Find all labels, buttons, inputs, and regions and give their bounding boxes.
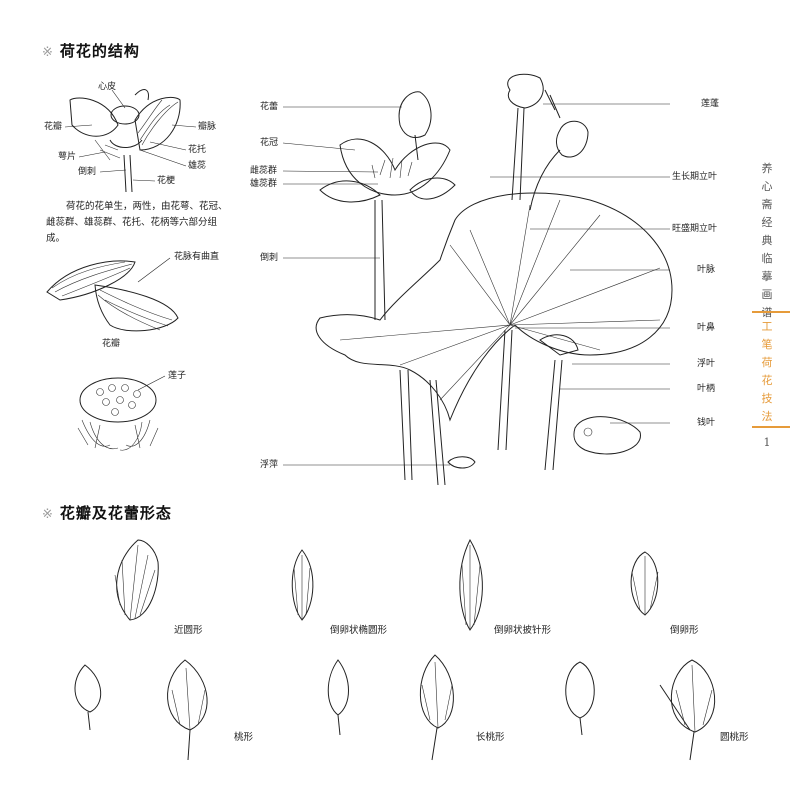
- caption-petal-3: 倒卵形: [670, 625, 699, 636]
- caption-bud-2: 圆桃形: [720, 732, 749, 743]
- flower-structure-diagram: [64, 89, 197, 193]
- page-number: 1: [763, 436, 771, 449]
- label-banmai: 瓣脉: [198, 122, 217, 132]
- label-epian: 萼片: [58, 152, 77, 162]
- side-char: 花: [761, 374, 773, 387]
- label-main-right-5: 浮叶: [697, 359, 716, 369]
- petal-vein-drawing: [46, 257, 179, 332]
- label-main-right-1: 生长期立叶: [672, 172, 718, 182]
- side-char: 法: [761, 410, 773, 423]
- caption-bud-1: 长桃形: [476, 732, 505, 743]
- caption-bud-0: 桃形: [234, 732, 254, 743]
- label-main-right-6: 叶柄: [697, 384, 716, 394]
- side-char: 心: [761, 180, 773, 193]
- label-huatuo: 花托: [188, 145, 207, 155]
- side-char: 工: [761, 320, 773, 333]
- label-xinpi: 心皮: [98, 82, 117, 92]
- label-huageng: 花梗: [157, 176, 176, 186]
- side-title-top: 养 心 斋 经 典 临 摹 画 谱: [760, 160, 774, 322]
- side-divider-top: [752, 311, 790, 313]
- label-daoci: 倒刺: [78, 167, 97, 177]
- bud-shapes-row: [74, 654, 716, 761]
- seedpod-drawing: [77, 375, 166, 451]
- label-main-right-0: 莲蓬: [701, 99, 720, 109]
- label-main-left-5: 浮萍: [260, 460, 279, 470]
- side-char: 斋: [761, 198, 773, 211]
- side-char: 经: [761, 216, 773, 229]
- side-char: 笔: [761, 338, 773, 351]
- label-main-right-7: 钱叶: [697, 418, 716, 428]
- side-char: 技: [761, 392, 773, 405]
- side-char: 摹: [761, 270, 773, 283]
- label-main-left-2: 雌蕊群: [250, 166, 278, 176]
- label-main-left-4: 倒刺: [260, 253, 279, 263]
- section-title-text: 荷花的结构: [59, 42, 140, 60]
- caption-petal-0: 近圆形: [174, 625, 203, 636]
- label-main-left-0: 花蕾: [260, 102, 279, 112]
- section-title-text: 花瓣及花蕾形态: [59, 504, 172, 522]
- main-leader-lines: [282, 103, 670, 466]
- label-main-right-4: 叶鼻: [697, 323, 716, 333]
- label-petal-note: 花脉有曲直: [174, 252, 220, 262]
- petal-shapes-row: [114, 538, 659, 631]
- side-char: 画: [761, 288, 773, 301]
- side-char: 荷: [761, 356, 773, 369]
- caption-petal-1: 倒卵状椭圆形: [330, 625, 388, 636]
- side-title-accent: 工 笔 荷 花 技 法: [760, 318, 774, 426]
- section-mark: ※: [42, 507, 54, 522]
- label-lianzi: 莲子: [168, 371, 187, 381]
- side-divider-bottom: [752, 426, 790, 428]
- label-xiongrui: 雄蕊: [188, 161, 207, 171]
- side-char: 养: [761, 162, 773, 175]
- section-title-shapes: ※ 花瓣及花蕾形态: [42, 502, 172, 523]
- side-char: 临: [761, 252, 773, 265]
- label-main-left-1: 花冠: [260, 138, 279, 148]
- label-main-right-2: 旺盛期立叶: [672, 224, 718, 234]
- label-huaban: 花瓣: [44, 122, 63, 132]
- side-char: 典: [761, 234, 773, 247]
- section-mark: ※: [42, 45, 54, 60]
- label-main-right-3: 叶脉: [697, 265, 716, 275]
- label-main-left-3: 雄蕊群: [250, 179, 278, 189]
- lotus-plant-drawing: [315, 73, 673, 486]
- structure-description: 荷花的花单生，两性，由花萼、花冠、雌蕊群、雄蕊群、花托、花柄等六部分组成。: [46, 201, 228, 244]
- section-title-structure: ※ 荷花的结构: [42, 40, 140, 61]
- label-petal-caption: 花瓣: [102, 339, 121, 349]
- caption-petal-2: 倒卵状披针形: [494, 625, 552, 636]
